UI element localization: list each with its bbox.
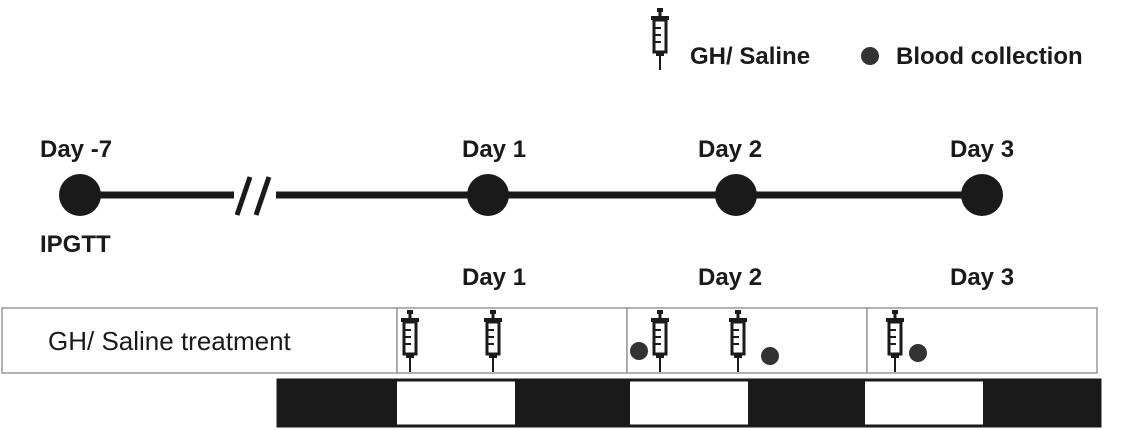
legend-injection-label: GH/ Saline <box>690 43 810 70</box>
light-phase <box>397 380 515 426</box>
treatment-box-day-1 <box>396 307 628 374</box>
schedule-label-day-2: Day 2 <box>698 264 762 291</box>
treatment-box-day-3 <box>866 307 1098 374</box>
light-dark-cycle-bar <box>276 378 1102 428</box>
dark-phase <box>748 380 865 426</box>
timeline-label-day-minus7: Day -7 <box>40 136 112 163</box>
light-phase <box>865 380 983 426</box>
schedule-day-labels: Day 1 Day 2 Day 3 <box>462 264 1014 291</box>
schedule-label-day-3: Day 3 <box>950 264 1014 291</box>
timeline-label-day-3: Day 3 <box>950 136 1014 163</box>
timeline-node-day-1 <box>467 174 509 216</box>
treatment-label-box <box>1 307 398 374</box>
timeline-label-day-1: Day 1 <box>462 136 526 163</box>
schedule-label-day-1: Day 1 <box>462 264 526 291</box>
dark-phase <box>278 380 397 426</box>
timeline-sublabel-ipgtt: IPGTT <box>40 231 111 258</box>
dark-phase <box>515 380 630 426</box>
treatment-row: GH/ Saline treatment <box>1 307 1098 374</box>
timeline-node-day-minus7 <box>59 174 101 216</box>
dark-phase <box>983 380 1100 426</box>
dot-icon <box>909 344 927 362</box>
dot-icon <box>861 47 879 65</box>
syringe-icon <box>649 6 671 72</box>
treatment-row-label: GH/ Saline treatment <box>48 326 292 356</box>
dot-icon <box>761 347 779 365</box>
timeline-node-day-3 <box>961 174 1003 216</box>
timeline-node-day-2 <box>715 174 757 216</box>
timeline: Day -7 IPGTT Day 1 Day 2 Day 3 <box>40 136 1014 258</box>
axis-break <box>234 176 276 216</box>
legend: GH/ Saline Blood collection <box>649 6 1083 72</box>
dot-icon <box>630 342 648 360</box>
timeline-label-day-2: Day 2 <box>698 136 762 163</box>
legend-blood-label: Blood collection <box>896 43 1083 70</box>
light-phase <box>630 380 748 426</box>
